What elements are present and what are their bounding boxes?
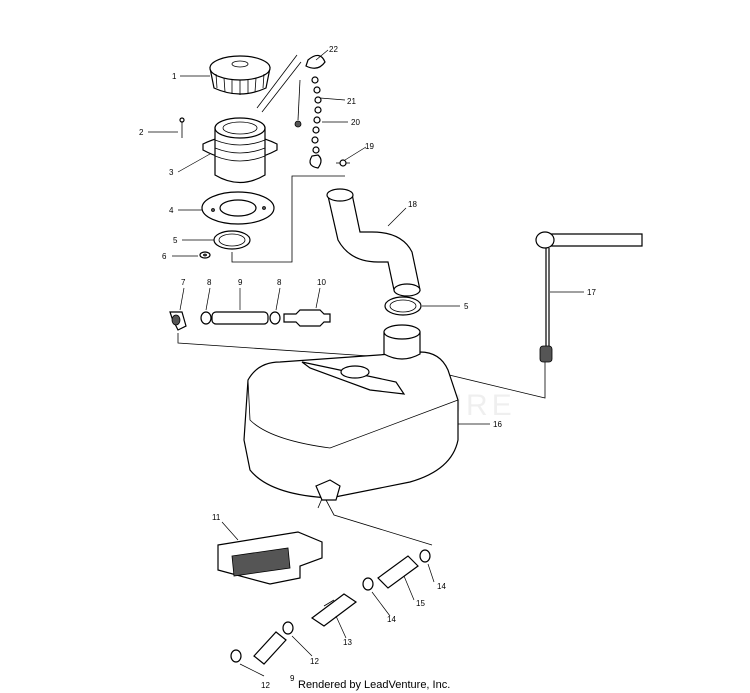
screw	[179, 117, 185, 138]
callout-4: 4	[169, 206, 174, 215]
callout-14a: 14	[437, 582, 446, 591]
fuel-line-assembly-upper	[169, 309, 331, 331]
callout-18: 18	[408, 200, 417, 209]
callout-6: 6	[162, 252, 167, 261]
callout-15: 15	[416, 599, 425, 608]
fuel-hose-elbow	[326, 188, 421, 297]
fuel-gauge-sender	[535, 231, 643, 363]
callout-1: 1	[172, 72, 177, 81]
callout-12a: 12	[310, 657, 319, 666]
washer	[199, 251, 211, 259]
gasket	[201, 191, 275, 225]
fuel-line-assembly-lower	[230, 549, 431, 665]
callout-8a: 8	[207, 278, 212, 287]
callout-7: 7	[181, 278, 186, 287]
callout-labels: 1 2 3 4 5 6 22 21 20 19 18 17 7 8 9 8 10…	[139, 45, 596, 690]
callout-2: 2	[139, 128, 144, 137]
callout-14b: 14	[387, 615, 396, 624]
callout-3: 3	[169, 168, 174, 177]
callout-17: 17	[587, 288, 596, 297]
routing-lines	[177, 175, 546, 546]
callout-10: 10	[317, 278, 326, 287]
callout-13: 13	[343, 638, 352, 647]
callout-12b: 12	[261, 681, 270, 690]
callout-5: 5	[173, 236, 178, 245]
clamp-lower	[384, 296, 422, 316]
callout-8b: 8	[277, 278, 282, 287]
fuel-tank	[243, 324, 459, 501]
callout-21: 21	[347, 97, 356, 106]
bracket	[217, 531, 323, 585]
clamp-upper	[213, 230, 251, 250]
callout-19: 19	[365, 142, 374, 151]
filler-neck	[202, 117, 278, 184]
callout-5b: 5	[464, 302, 469, 311]
callout-20: 20	[351, 118, 360, 127]
fuel-cap	[209, 55, 271, 95]
callout-16: 16	[493, 420, 502, 429]
callout-9b: 9	[290, 674, 295, 683]
callout-9a: 9	[238, 278, 243, 287]
callout-11: 11	[212, 513, 221, 522]
footer-credit: Rendered by LeadVenture, Inc.	[298, 679, 450, 691]
clip	[336, 159, 350, 167]
leader-lines	[148, 49, 584, 677]
tether-chain	[256, 54, 326, 169]
callout-22: 22	[329, 45, 338, 54]
